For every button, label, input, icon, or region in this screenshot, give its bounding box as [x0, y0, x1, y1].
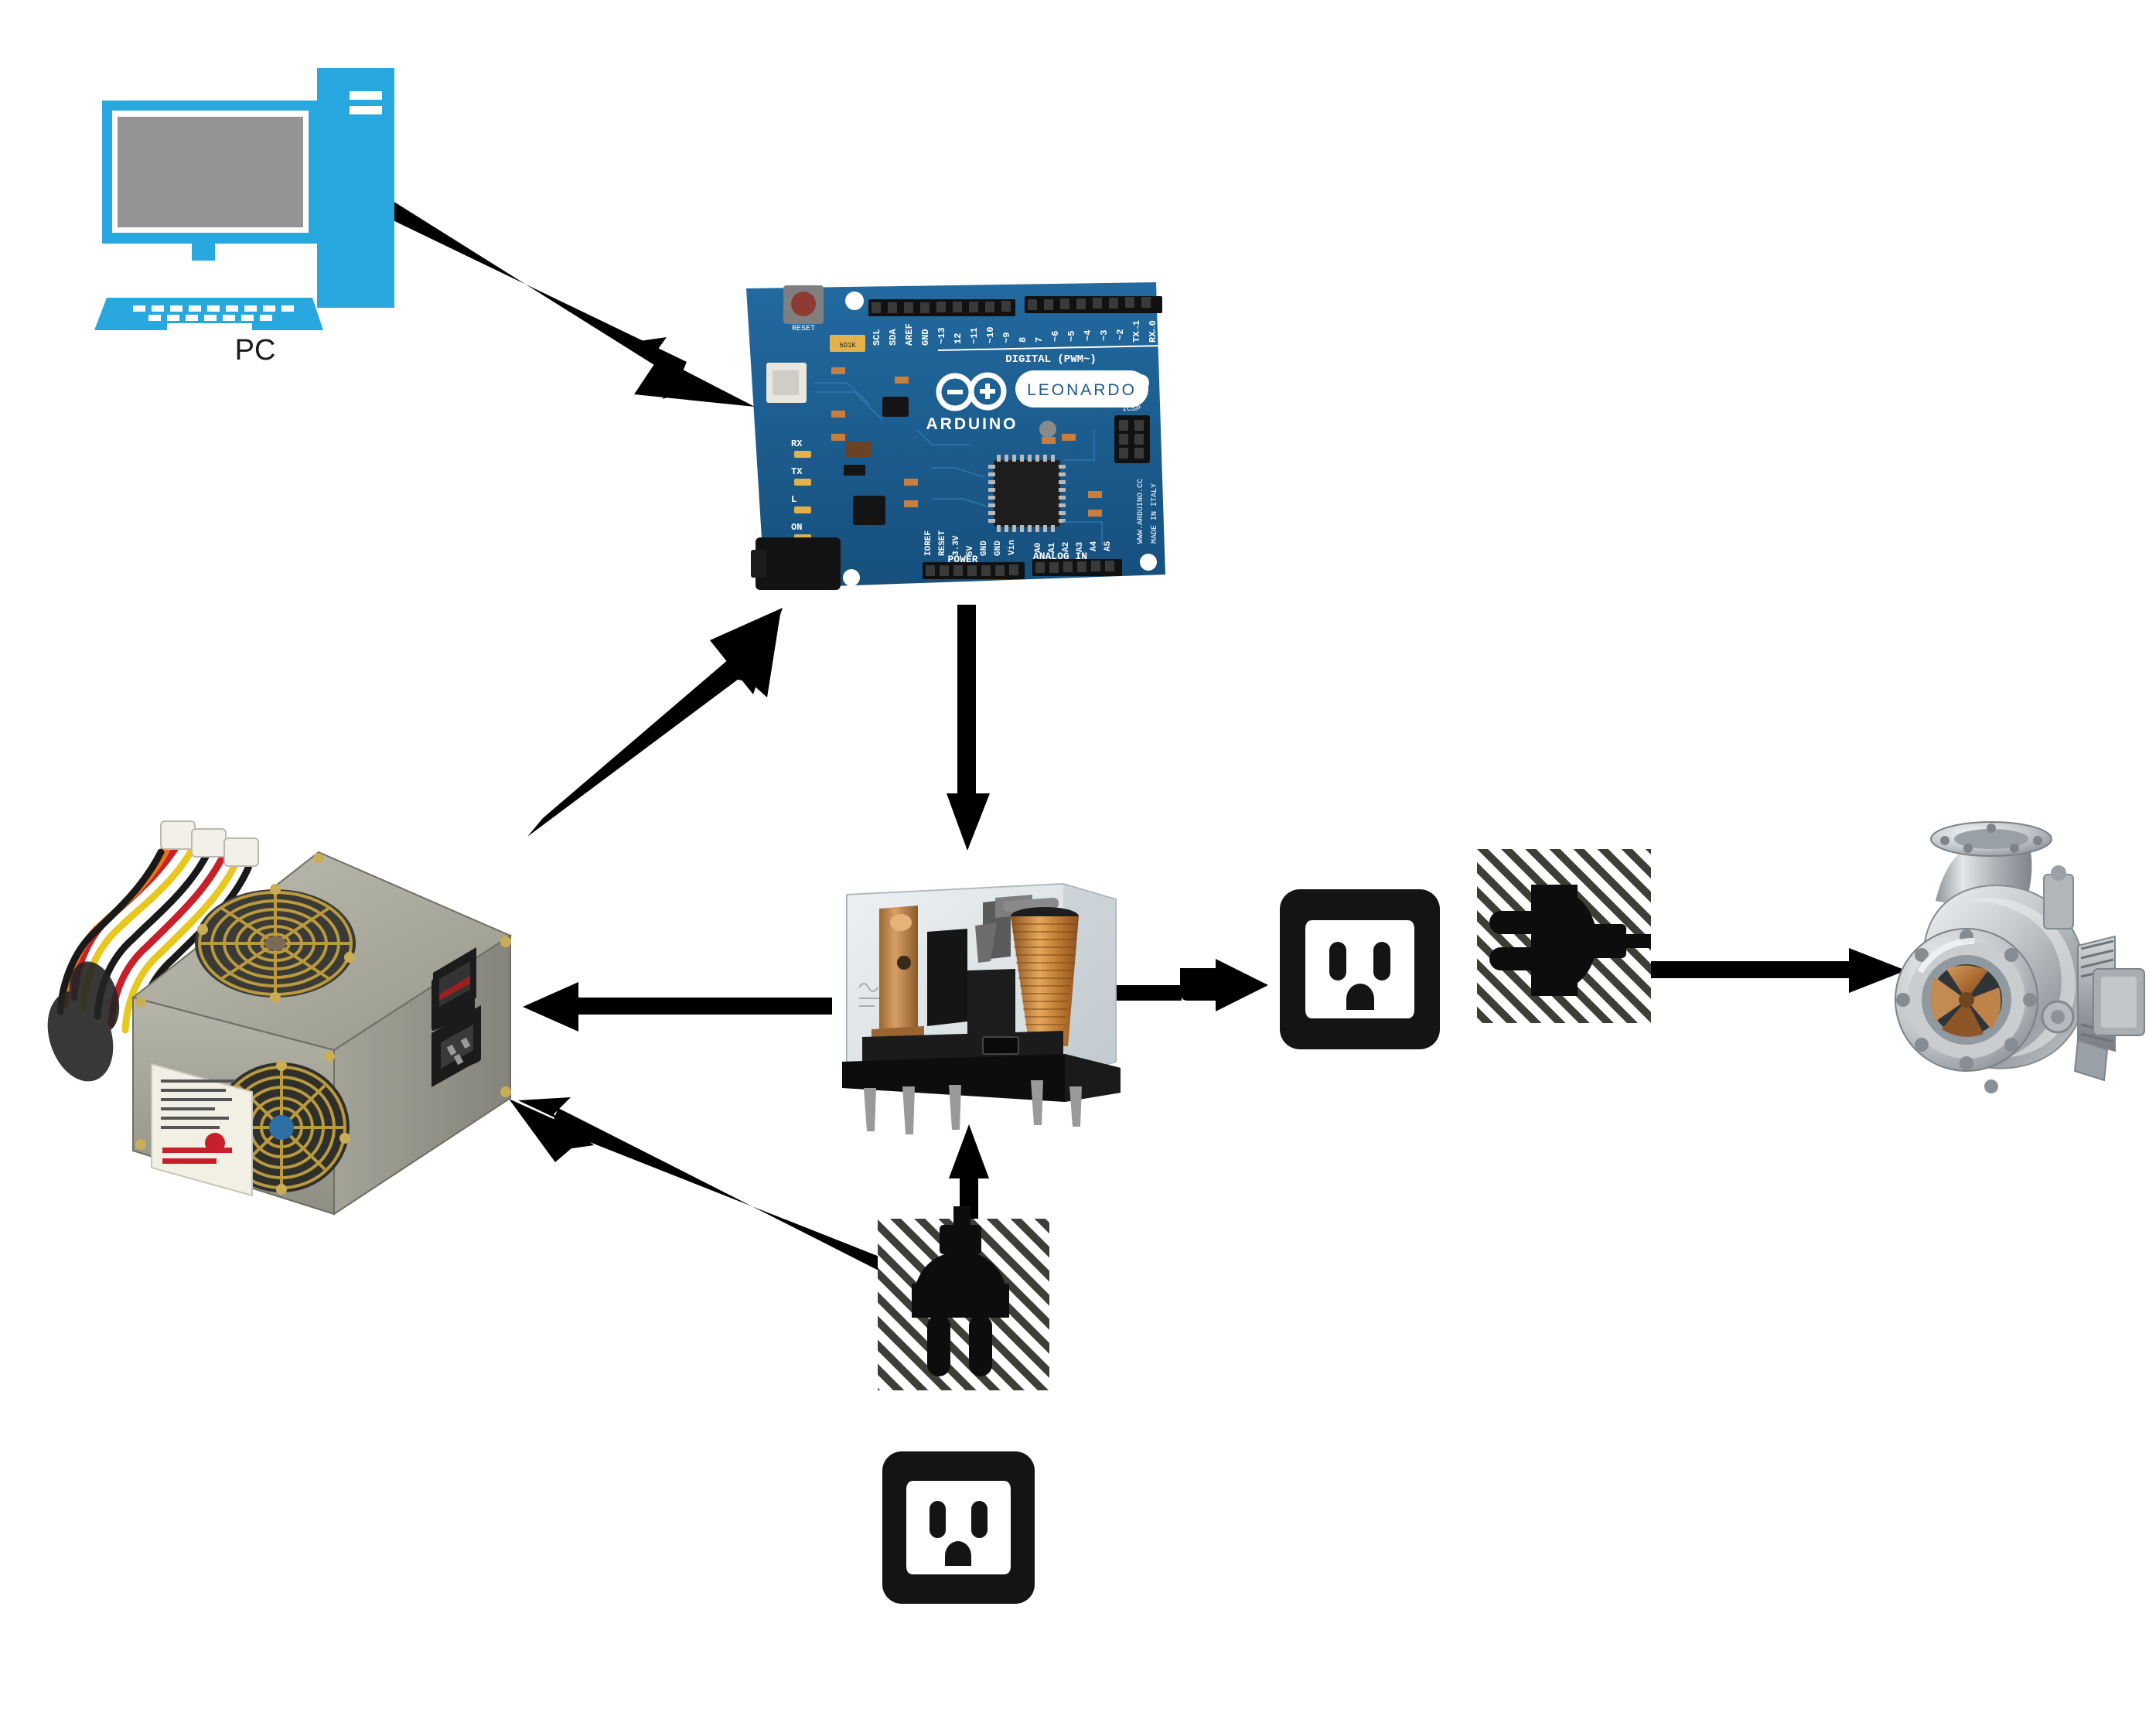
- power-outlet-icon: [1277, 886, 1443, 1052]
- svg-text:A4: A4: [1090, 541, 1099, 551]
- svg-text:8: 8: [1018, 337, 1028, 343]
- power-plug-icon: [1477, 849, 1651, 1023]
- arrow-arduino-to-relay: [937, 602, 999, 857]
- svg-text:SDA: SDA: [888, 329, 899, 346]
- svg-text:ARDUINO: ARDUINO: [926, 415, 1018, 433]
- svg-text:GND: GND: [920, 329, 931, 346]
- svg-text:~13: ~13: [936, 327, 947, 344]
- svg-text:WWW.ARDUINO.CC: WWW.ARDUINO.CC: [1137, 479, 1145, 544]
- svg-text:7: 7: [1034, 337, 1045, 343]
- svg-text:L: L: [791, 494, 796, 505]
- pc-icon: [93, 66, 418, 336]
- pc-label: PC: [234, 334, 276, 367]
- electromechanical-relay: [831, 854, 1129, 1144]
- svg-text:TX→1: TX→1: [1131, 320, 1142, 343]
- svg-text:IOREF: IOREF: [924, 530, 933, 556]
- svg-text:Vin: Vin: [1008, 540, 1017, 555]
- svg-text:~4: ~4: [1083, 330, 1093, 341]
- svg-text:RESET: RESET: [938, 530, 947, 556]
- svg-text:A5: A5: [1103, 541, 1113, 551]
- pc-power-supply-unit: [46, 804, 541, 1245]
- svg-text:5D1K: 5D1K: [839, 342, 856, 350]
- arrow-pc-to-arduino: [371, 178, 773, 410]
- svg-text:A2: A2: [1062, 542, 1071, 552]
- svg-text:MADE IN ITALY: MADE IN ITALY: [1151, 483, 1159, 544]
- svg-text:LEONARDO: LEONARDO: [1027, 381, 1137, 399]
- power-outlet-icon-bottom: [879, 1448, 1038, 1607]
- arrow-plug-bottom-to-psu: [503, 1086, 897, 1280]
- arduino-leonardo-board: RESET 5D1K: [739, 275, 1172, 595]
- power-plug-icon-bottom: [878, 1206, 1063, 1415]
- svg-text:5V: 5V: [966, 545, 975, 556]
- svg-text:A1: A1: [1048, 542, 1057, 553]
- svg-text:GND: GND: [994, 541, 1003, 556]
- arrow-plug-to-pump: [1643, 942, 1914, 1004]
- svg-text:~9: ~9: [1001, 333, 1012, 343]
- svg-text:A0: A0: [1034, 543, 1043, 553]
- svg-text:12: 12: [953, 333, 964, 344]
- svg-text:RX: RX: [791, 438, 803, 449]
- svg-text:AREF: AREF: [904, 323, 915, 346]
- svg-text:ICSP: ICSP: [1122, 405, 1141, 414]
- svg-text:~5: ~5: [1066, 331, 1077, 342]
- svg-text:GND: GND: [980, 541, 989, 556]
- svg-text:SCL: SCL: [872, 329, 882, 346]
- svg-text:~3: ~3: [1099, 330, 1110, 341]
- centrifugal-pump: [1875, 808, 2146, 1106]
- svg-text:~11: ~11: [969, 327, 980, 344]
- svg-text:RX←0: RX←0: [1148, 320, 1158, 343]
- svg-text:ON: ON: [791, 522, 802, 533]
- svg-text:~10: ~10: [985, 326, 996, 343]
- arrow-relay-to-psu: [518, 976, 835, 1045]
- svg-text:A3: A3: [1076, 541, 1085, 552]
- svg-text:DIGITAL (PWM~): DIGITAL (PWM~): [1005, 353, 1097, 366]
- svg-text:~6: ~6: [1050, 331, 1061, 342]
- svg-text:RESET: RESET: [792, 325, 815, 333]
- svg-text:TX: TX: [791, 466, 803, 477]
- svg-text:3.3V: 3.3V: [952, 535, 961, 556]
- svg-text:~2: ~2: [1115, 329, 1126, 340]
- arrow-psu-to-arduino: [510, 595, 804, 843]
- arrow-relay-to-outlet: [1114, 956, 1291, 1025]
